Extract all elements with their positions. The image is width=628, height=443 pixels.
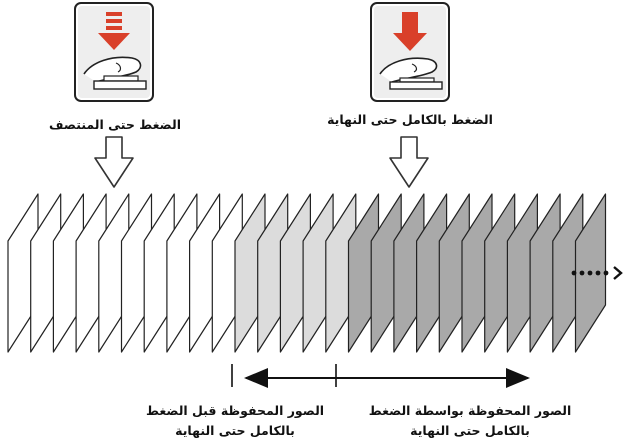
continuation-indicator — [571, 266, 623, 280]
pre-press-caption-line1: الصور المحفوظة قبل الضغط — [145, 403, 325, 418]
post-press-caption-line2: بالكامل حتى النهاية — [410, 423, 530, 438]
half-press-pointer-arrow — [94, 136, 134, 188]
shutter-half-press-icon — [74, 2, 154, 102]
full-press-pointer-arrow — [389, 136, 429, 188]
pre-press-caption-line2: بالكامل حتى النهاية — [175, 423, 295, 438]
shutter-full-press-icon — [370, 2, 450, 102]
post-press-caption-line1: الصور المحفوظة بواسطة الضغط — [368, 403, 572, 418]
half-press-label: الضغط حتى المنتصف — [49, 117, 181, 132]
full-press-label: الضغط بالكامل حتى النهاية — [327, 112, 493, 127]
frame-sequence — [7, 193, 607, 353]
